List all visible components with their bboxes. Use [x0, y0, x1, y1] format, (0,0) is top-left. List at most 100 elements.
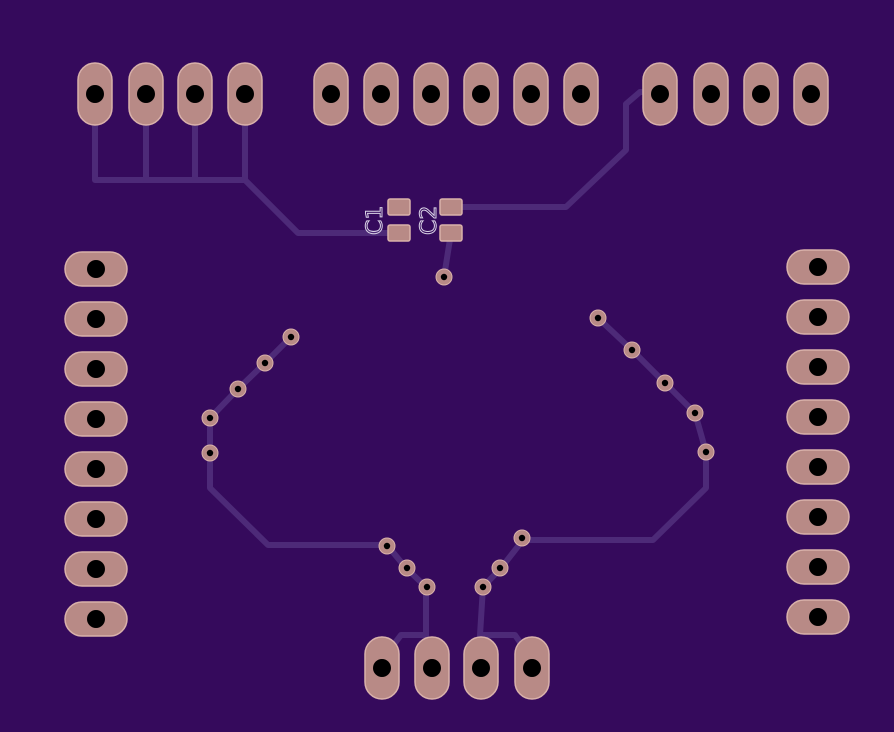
pad-right-8[interactable]: [786, 599, 850, 635]
c1-pad-bottom[interactable]: [387, 224, 411, 242]
via-12[interactable]: [656, 374, 674, 392]
pad-top-right-2[interactable]: [693, 62, 729, 126]
drill-hole-icon: [87, 310, 105, 328]
drill-hole-icon: [651, 85, 669, 103]
via-hole-icon: [661, 379, 669, 387]
pad-layer: [64, 62, 850, 700]
via-13[interactable]: [686, 404, 704, 422]
drill-hole-icon: [809, 558, 827, 576]
pad-top-left-3[interactable]: [177, 62, 213, 126]
via-5[interactable]: [201, 409, 219, 427]
via-hole-icon: [440, 273, 448, 281]
pad-right-6[interactable]: [786, 499, 850, 535]
drill-hole-icon: [87, 510, 105, 528]
silkscreen-layer: C1 C2: [363, 205, 443, 235]
pad-top-left-1[interactable]: [77, 62, 113, 126]
pad-bottom-4[interactable]: [514, 636, 550, 700]
via-layer: [201, 268, 715, 596]
drill-hole-icon: [809, 458, 827, 476]
pad-top-middle-4[interactable]: [463, 62, 499, 126]
drill-hole-icon: [523, 659, 541, 677]
pad-top-middle-3[interactable]: [413, 62, 449, 126]
pad-right-2[interactable]: [786, 299, 850, 335]
pad-top-left-2[interactable]: [128, 62, 164, 126]
drill-hole-icon: [423, 659, 441, 677]
pad-bottom-3[interactable]: [463, 636, 499, 700]
via-hole-icon: [479, 583, 487, 591]
pad-right-5[interactable]: [786, 449, 850, 485]
pad-left-7[interactable]: [64, 551, 128, 587]
drill-hole-icon: [809, 608, 827, 626]
via-14[interactable]: [697, 443, 715, 461]
via-15[interactable]: [513, 529, 531, 547]
via-hole-icon: [206, 449, 214, 457]
via-1[interactable]: [435, 268, 453, 286]
pad-top-middle-5[interactable]: [513, 62, 549, 126]
drill-hole-icon: [87, 560, 105, 578]
pad-top-right-4[interactable]: [793, 62, 829, 126]
pad-left-2[interactable]: [64, 301, 128, 337]
pad-left-4[interactable]: [64, 401, 128, 437]
pad-left-8[interactable]: [64, 601, 128, 637]
pad-right-4[interactable]: [786, 399, 850, 435]
via-9[interactable]: [418, 578, 436, 596]
drill-hole-icon: [809, 408, 827, 426]
drill-hole-icon: [472, 85, 490, 103]
drill-hole-icon: [752, 85, 770, 103]
pad-top-middle-6[interactable]: [563, 62, 599, 126]
via-2[interactable]: [282, 328, 300, 346]
via-3[interactable]: [256, 354, 274, 372]
drill-hole-icon: [236, 85, 254, 103]
pad-top-middle-1[interactable]: [313, 62, 349, 126]
pad-top-left-4[interactable]: [227, 62, 263, 126]
via-hole-icon: [594, 314, 602, 322]
drill-hole-icon: [137, 85, 155, 103]
drill-hole-icon: [322, 85, 340, 103]
via-hole-icon: [206, 414, 214, 422]
drill-hole-icon: [87, 410, 105, 428]
pad-left-1[interactable]: [64, 251, 128, 287]
via-7[interactable]: [378, 537, 396, 555]
c1-label: C1: [363, 206, 388, 235]
pad-bottom-1[interactable]: [364, 636, 400, 700]
pad-bottom-2[interactable]: [414, 636, 450, 700]
drill-hole-icon: [373, 659, 391, 677]
c2-pad-bottom[interactable]: [439, 224, 463, 242]
drill-hole-icon: [186, 85, 204, 103]
drill-hole-icon: [86, 85, 104, 103]
pad-top-right-1[interactable]: [642, 62, 678, 126]
drill-hole-icon: [522, 85, 540, 103]
pad-right-7[interactable]: [786, 549, 850, 585]
via-hole-icon: [234, 385, 242, 393]
via-hole-icon: [496, 564, 504, 572]
pad-left-3[interactable]: [64, 351, 128, 387]
via-6[interactable]: [201, 444, 219, 462]
via-hole-icon: [691, 409, 699, 417]
c2-label: C2: [417, 206, 442, 235]
c1-pad-top[interactable]: [387, 198, 411, 216]
drill-hole-icon: [87, 460, 105, 478]
pad-left-6[interactable]: [64, 501, 128, 537]
via-hole-icon: [423, 583, 431, 591]
via-hole-icon: [383, 542, 391, 550]
pad-right-1[interactable]: [786, 249, 850, 285]
drill-hole-icon: [422, 85, 440, 103]
drill-hole-icon: [472, 659, 490, 677]
pad-top-middle-2[interactable]: [363, 62, 399, 126]
via-16[interactable]: [491, 559, 509, 577]
via-hole-icon: [287, 333, 295, 341]
via-8[interactable]: [398, 559, 416, 577]
drill-hole-icon: [702, 85, 720, 103]
drill-hole-icon: [809, 258, 827, 276]
pad-left-5[interactable]: [64, 451, 128, 487]
via-4[interactable]: [229, 380, 247, 398]
c2-pad-top[interactable]: [439, 198, 463, 216]
pad-top-right-3[interactable]: [743, 62, 779, 126]
via-10[interactable]: [589, 309, 607, 327]
smd-layer: [387, 198, 463, 242]
pad-right-3[interactable]: [786, 349, 850, 385]
via-17[interactable]: [474, 578, 492, 596]
via-11[interactable]: [623, 341, 641, 359]
